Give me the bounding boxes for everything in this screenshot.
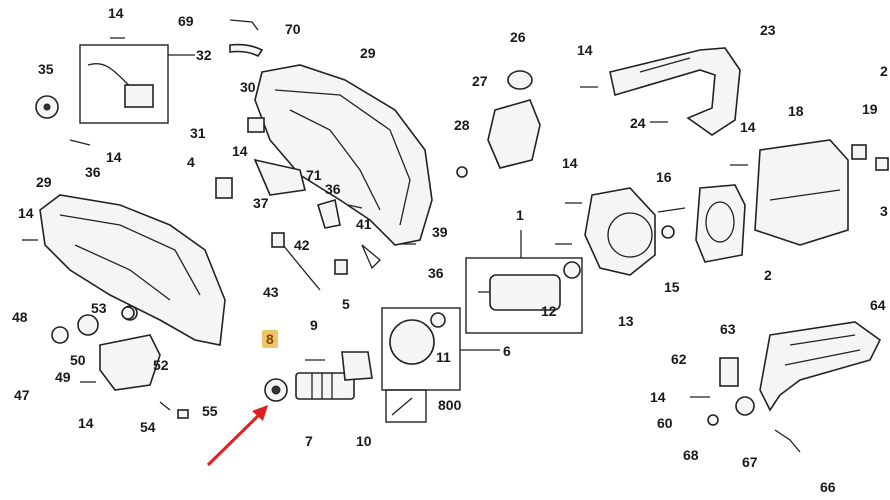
part-label: 14 xyxy=(78,415,94,431)
part-label: 4 xyxy=(187,154,195,170)
blade-clamp xyxy=(99,334,161,391)
part-label: 49 xyxy=(55,369,71,385)
part-label: 69 xyxy=(178,13,194,29)
part-label: 32 xyxy=(196,47,212,63)
part-label: 66 xyxy=(820,479,836,495)
part-label: 41 xyxy=(356,216,372,232)
part-label: 64 xyxy=(870,297,886,313)
part-label: 14 xyxy=(577,42,593,58)
part-label: 14 xyxy=(106,149,122,165)
part-label: 1 xyxy=(516,207,524,223)
part-label: 6 xyxy=(503,343,511,359)
part-label: 52 xyxy=(153,357,169,373)
part-label: 14 xyxy=(650,389,666,405)
part-label: 2 xyxy=(880,63,888,79)
part-label: 14 xyxy=(18,205,34,221)
part-label: 50 xyxy=(70,352,86,368)
stator-part xyxy=(695,184,746,263)
callout-box-32 xyxy=(79,44,169,124)
part-label: 26 xyxy=(510,29,526,45)
part-label: 24 xyxy=(630,115,646,131)
part-label: 53 xyxy=(91,300,107,316)
guard-housing-left xyxy=(39,194,226,346)
part-label: 2 xyxy=(764,267,772,283)
rear-handle xyxy=(609,47,741,136)
part-label: 48 xyxy=(12,309,28,325)
part-label: 68 xyxy=(683,447,699,463)
part-label: 5 xyxy=(342,296,350,312)
part-label: 11 xyxy=(436,349,451,365)
part-label: 14 xyxy=(232,143,248,159)
front-handle xyxy=(759,321,882,412)
part-label: 42 xyxy=(294,237,310,253)
part-label: 35 xyxy=(38,61,54,77)
fan-baffle xyxy=(584,187,656,276)
part-label: 19 xyxy=(862,101,878,117)
part-label: 29 xyxy=(36,174,52,190)
part-label: 55 xyxy=(202,403,218,419)
part-label: 16 xyxy=(656,169,672,185)
part-label: 63 xyxy=(720,321,736,337)
part-label: 14 xyxy=(562,155,578,171)
part-label: 36 xyxy=(428,265,444,281)
part-label: 36 xyxy=(325,181,341,197)
part-label: 31 xyxy=(190,125,206,141)
part-label: 23 xyxy=(760,22,776,38)
part-label: 67 xyxy=(742,454,758,470)
part-label: 800 xyxy=(438,397,462,413)
part-label: 62 xyxy=(671,351,687,367)
clamp-part xyxy=(487,99,541,169)
hose-part xyxy=(229,43,264,58)
part-label: 39 xyxy=(432,224,448,240)
part-label: 37 xyxy=(253,195,269,211)
part-label: 29 xyxy=(360,45,376,61)
part-label: 60 xyxy=(657,415,673,431)
part-label: 28 xyxy=(454,117,470,133)
part-label: 30 xyxy=(240,79,256,95)
part-label: 12 xyxy=(541,303,557,319)
guard-housing-top xyxy=(254,64,433,246)
part-label: 54 xyxy=(140,419,156,435)
part-label: 3 xyxy=(880,203,888,219)
shaft-part-7 xyxy=(295,372,355,400)
motor-housing xyxy=(754,139,849,246)
part-label: 9 xyxy=(310,317,318,333)
part-label: 18 xyxy=(788,103,804,119)
part-label: 10 xyxy=(356,433,372,449)
part-label: 47 xyxy=(14,387,30,403)
part-label: 70 xyxy=(285,21,301,37)
highlighted-part-label: 8 xyxy=(262,330,278,348)
part-label: 36 xyxy=(85,164,101,180)
part-label: 15 xyxy=(664,279,680,295)
part-label: 14 xyxy=(108,5,124,21)
armature-box xyxy=(465,257,583,334)
part-label: 27 xyxy=(472,73,488,89)
part-label: 43 xyxy=(263,284,279,300)
part-label: 14 xyxy=(740,119,756,135)
part-label: 13 xyxy=(618,313,634,329)
part-label: 71 xyxy=(306,167,322,183)
part-label: 7 xyxy=(305,433,313,449)
